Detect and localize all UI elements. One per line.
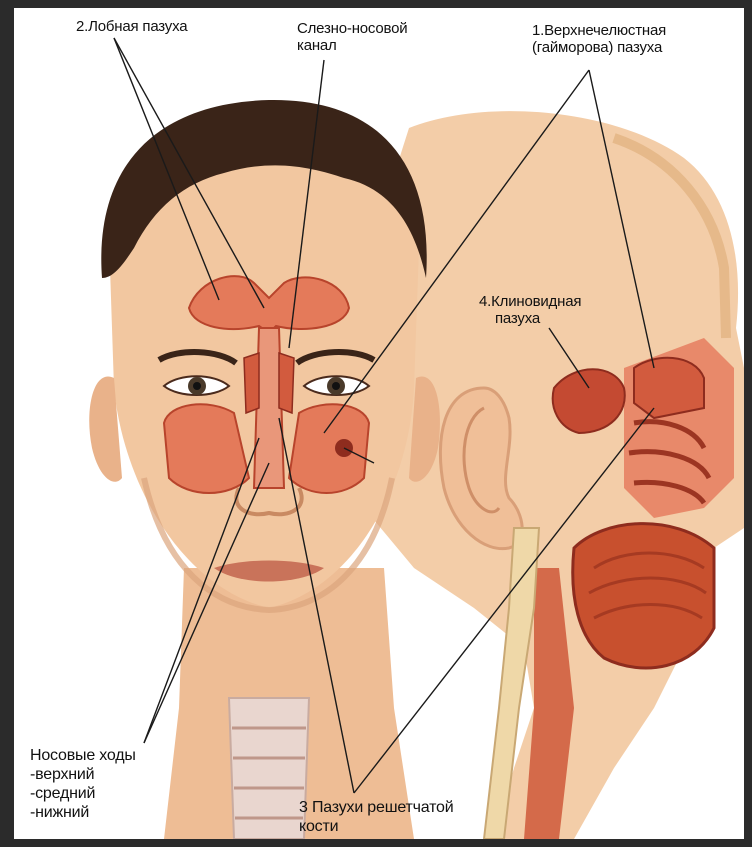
frontal-sinus-label: 2.Лобная пазуха (76, 18, 187, 35)
maxillary-sinus-label-line2: (гайморова) пазуха (532, 39, 666, 56)
right-maxillary-sinus (289, 404, 369, 493)
illustration-canvas: 2.Лобная пазуха Слезно-носовой канал 1.В… (14, 8, 744, 839)
sphenoid-sinus-label-line1: 4.Клиновидная (479, 293, 581, 310)
sphenoid-sinus-label: 4.Клиновидная пазуха (479, 293, 581, 327)
lacrimal-canal-label-line1: Слезно-носовой (297, 20, 407, 37)
nasal-passages-label-line3: -средний (30, 784, 136, 803)
ethmoid-sinuses-label: 3 Пазухи решетчатой кости (299, 798, 454, 836)
frontal-face (89, 100, 440, 839)
maxillary-sinus-label: 1.Верхнечелюстная (гайморова) пазуха (532, 22, 666, 56)
lacrimal-canal-label: Слезно-носовой канал (297, 20, 407, 54)
ethmoid-cells-profile (634, 358, 704, 418)
ethmoid-sinuses-label-line1: 3 Пазухи решетчатой (299, 798, 454, 817)
lacrimal-canal-label-line2: канал (297, 37, 407, 54)
ethmoid-sinuses-label-line2: кости (299, 817, 454, 836)
nasal-passages-label-line4: -нижний (30, 803, 136, 822)
nasal-passages-label-line1: Носовые ходы (30, 746, 136, 765)
nasal-passages-label: Носовые ходы -верхний -средний -нижний (30, 746, 136, 822)
palate-and-tongue (573, 524, 714, 668)
maxillary-sinus-label-line1: 1.Верхнечелюстная (532, 22, 666, 39)
sinus-anatomy-illustration (14, 8, 744, 839)
sphenoid-sinus-label-line2: пазуха (479, 310, 581, 327)
nasal-passages-label-line2: -верхний (30, 765, 136, 784)
frontal-sinus-label-text: 2.Лобная пазуха (76, 18, 187, 35)
